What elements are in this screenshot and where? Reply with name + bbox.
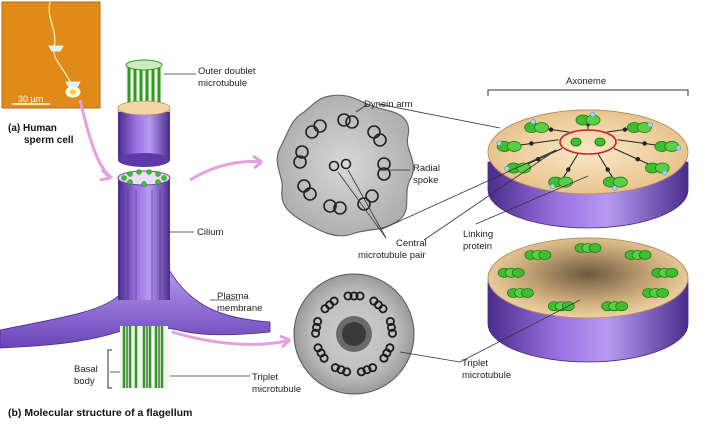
cross-section-micrograph bbox=[277, 95, 413, 236]
cilium-upper-piece bbox=[118, 60, 170, 167]
linking-protein-label-line1: Linking bbox=[463, 229, 493, 240]
cilium-shaft bbox=[118, 190, 170, 300]
panel-a-label-line2: sperm cell bbox=[24, 135, 73, 146]
scale-bar-label: 30 µm bbox=[18, 94, 43, 105]
panel-b-caption: (b) Molecular structure of a flagellum bbox=[8, 408, 192, 419]
triplet-right-label-line1: Triplet bbox=[462, 358, 488, 369]
plasma-membrane-label-line2: membrane bbox=[217, 303, 262, 314]
cilium-label: Cilium bbox=[197, 227, 223, 238]
radial-spoke-label-line1: Radial bbox=[413, 163, 440, 174]
linking-protein-label-line2: protein bbox=[463, 241, 492, 252]
outer-doublet-label-line1: Outer doublet bbox=[198, 66, 256, 77]
triplet-right-label-line2: microtubule bbox=[462, 370, 511, 381]
outer-doublet-label-line2: microtubule bbox=[198, 78, 247, 89]
basal-body-micrograph bbox=[294, 274, 414, 394]
central-pair-label-line1: Central bbox=[396, 238, 427, 249]
axoneme-label: Axoneme bbox=[566, 76, 606, 87]
cilium-slice-disc bbox=[118, 170, 170, 191]
triplet-left-label-line1: Triplet bbox=[252, 372, 278, 383]
panel-a-label-line1: (a) Human bbox=[8, 123, 57, 134]
axoneme-bracket bbox=[488, 90, 688, 96]
axoneme-top-disc bbox=[488, 110, 688, 228]
sperm-cell-photo bbox=[2, 2, 100, 108]
basal-body-label-line1: Basal bbox=[74, 364, 98, 375]
triplet-left-label-line2: microtubule bbox=[252, 384, 301, 395]
central-pair-label-line2: microtubule pair bbox=[358, 250, 426, 261]
basal-body-shape bbox=[120, 326, 168, 388]
dynein-arm-label: Dynein arm bbox=[364, 99, 413, 110]
basal-body-label-line2: body bbox=[74, 376, 95, 387]
axoneme-bottom-disc bbox=[488, 238, 688, 362]
basal-body-bracket bbox=[108, 350, 112, 388]
radial-spoke-label-line2: spoke bbox=[413, 175, 438, 186]
plasma-membrane-label-line1: Plasma bbox=[217, 291, 249, 302]
